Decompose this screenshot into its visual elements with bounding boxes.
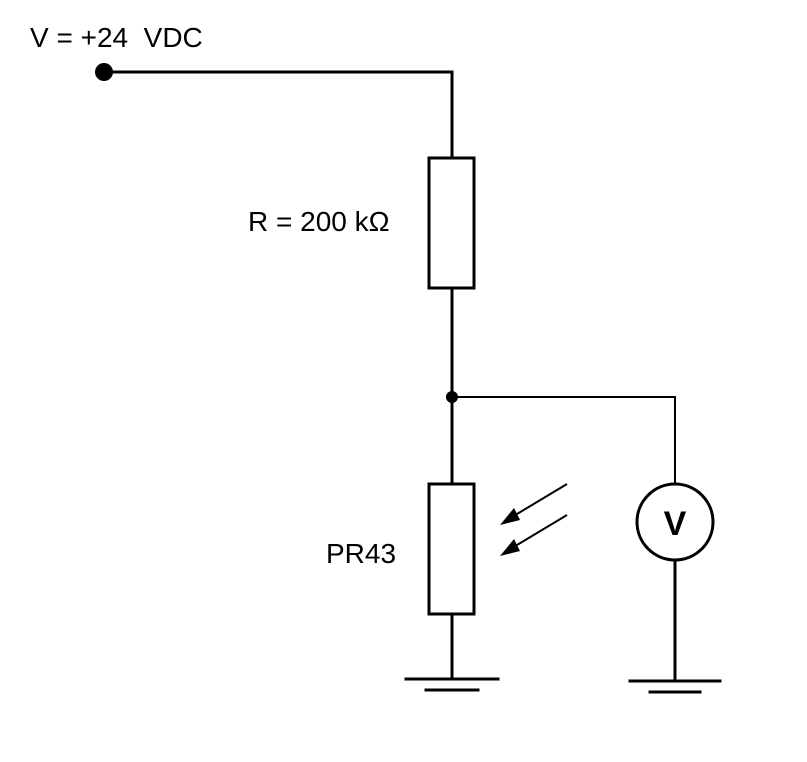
- ground-symbol-left-icon: [404, 677, 500, 692]
- ground-symbol-right-icon: [628, 679, 722, 694]
- resistor-label: R = 200 kΩ: [248, 206, 390, 237]
- voltmeter-branch-wire: [452, 396, 676, 484]
- supply-voltage-label: V = +24 VDC: [30, 22, 203, 53]
- supply-wire: [102, 70, 454, 160]
- voltmeter-symbol: V: [664, 505, 687, 543]
- light-arrows-icon: [500, 483, 568, 556]
- photoresistor-label: PR43: [326, 538, 396, 569]
- photoresistor-body: [427, 482, 476, 616]
- resistor-body: [427, 156, 476, 290]
